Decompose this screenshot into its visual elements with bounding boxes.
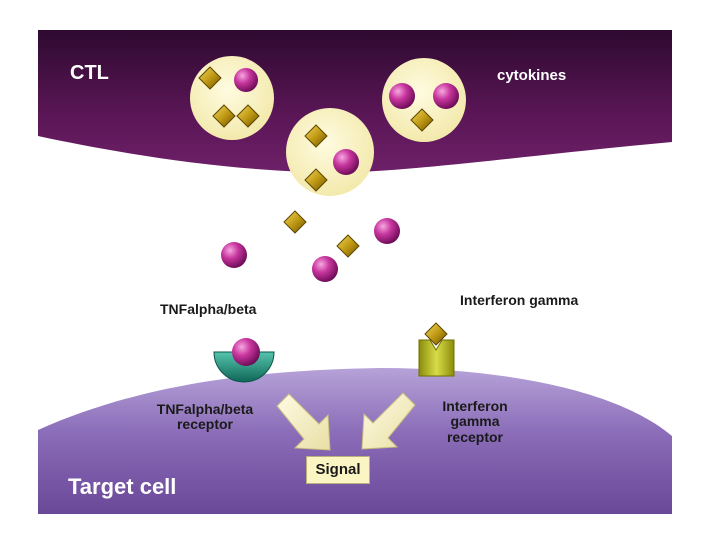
tnf-receptor-label: TNFalpha/beta receptor bbox=[140, 401, 270, 433]
cytokines-label: cytokines bbox=[497, 67, 567, 84]
ifn-receptor-label-line: gamma bbox=[450, 413, 500, 430]
ifn-receptor-label-line: Interferon bbox=[442, 398, 508, 414]
arrow-right bbox=[361, 392, 416, 450]
vesicle-right bbox=[382, 58, 466, 142]
tnf-molecule bbox=[389, 83, 415, 109]
ifn-receptor bbox=[418, 339, 455, 377]
tnf-molecule bbox=[221, 242, 247, 268]
tnf-molecule bbox=[312, 256, 338, 282]
ifn-molecule bbox=[283, 210, 307, 234]
target-cell bbox=[38, 368, 672, 514]
ctl-label: CTL bbox=[70, 62, 109, 84]
tnf-receptor-label-line: receptor bbox=[176, 416, 234, 433]
ifn-label: Interferon gamma bbox=[460, 292, 579, 308]
ctl-cell bbox=[38, 30, 672, 173]
signal-box: Signal bbox=[306, 456, 370, 484]
tnf-molecule bbox=[433, 83, 459, 109]
tnf-label: TNFalpha/beta bbox=[160, 301, 257, 317]
ifn-molecule bbox=[336, 234, 360, 258]
vesicle-center bbox=[286, 108, 374, 196]
target-cell-label: Target cell bbox=[68, 474, 177, 499]
ifn-receptor-label: Interferon gamma receptor bbox=[420, 398, 530, 445]
ifn-receptor-label-line: receptor bbox=[446, 428, 504, 445]
tnf-molecule bbox=[374, 218, 400, 244]
tnf-molecule bbox=[232, 338, 260, 366]
tnf-molecule bbox=[333, 149, 359, 175]
tnf-receptor-label-line: TNFalpha/beta bbox=[156, 401, 254, 417]
tnf-molecule bbox=[234, 68, 258, 92]
arrow-left bbox=[276, 393, 331, 451]
tnf-receptor bbox=[213, 351, 275, 383]
vesicle-left bbox=[190, 56, 274, 140]
